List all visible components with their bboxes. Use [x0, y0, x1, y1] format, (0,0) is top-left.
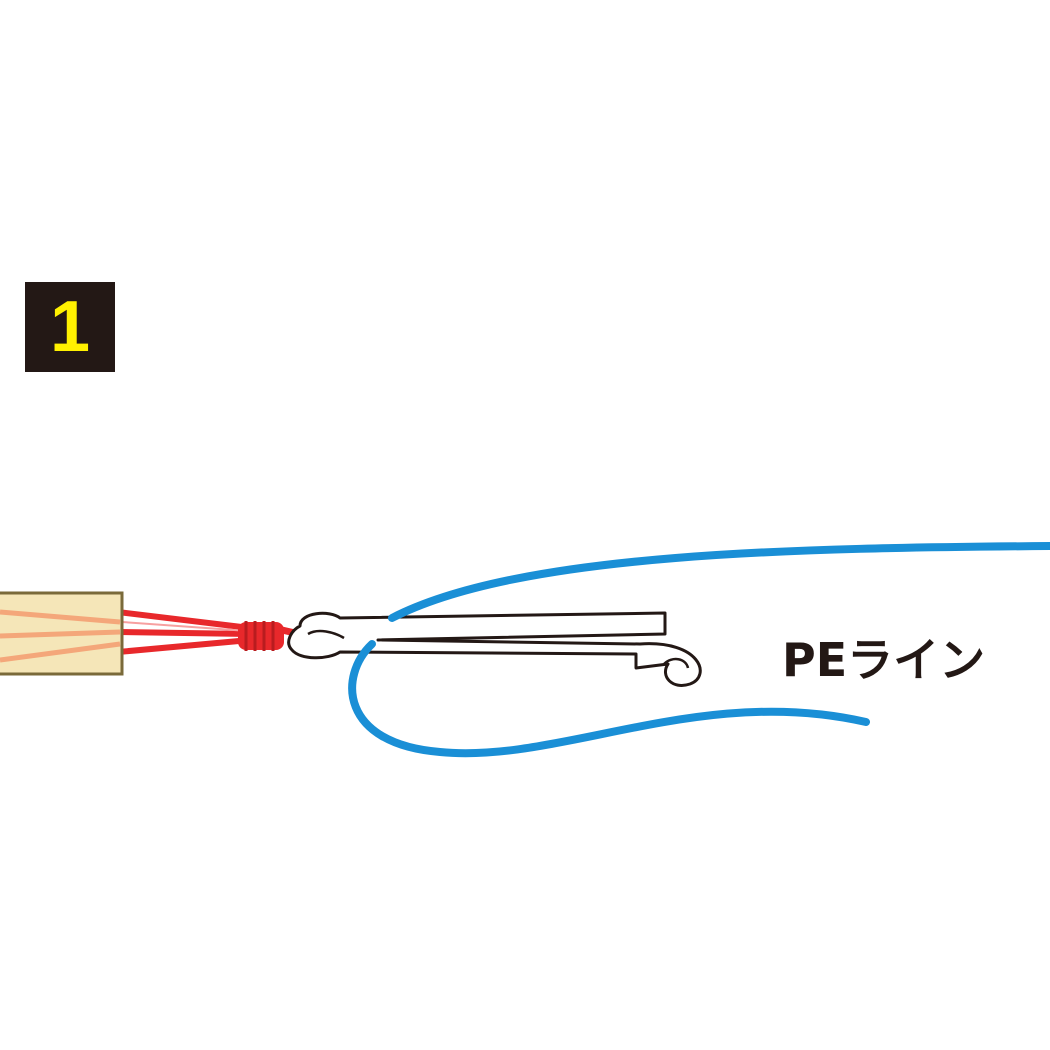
leader-strand-lower [115, 637, 253, 655]
leader-line-strands [115, 609, 253, 655]
step-number-badge: 1 [25, 282, 115, 372]
sleeve-tube [0, 591, 124, 676]
step-number: 1 [49, 287, 91, 367]
sleeve-inner-strand-3 [0, 641, 121, 663]
leader-loop-tag-end [663, 657, 690, 669]
leader-strand-middle [115, 629, 253, 637]
pe-line-label: PEライン [782, 633, 986, 687]
pe-line-through-loop [348, 640, 870, 758]
leader-strand-upper [115, 609, 253, 631]
leader-strand-highlight [121, 621, 249, 632]
pe-line-path [348, 542, 1050, 758]
pe-line-main [388, 542, 1050, 622]
leader-loop-inner-fold [307, 629, 345, 640]
sleeve-inner-strand-1 [0, 609, 121, 625]
leader-knot-coils [238, 621, 312, 651]
sleeve-inner-strand-2 [0, 629, 121, 639]
